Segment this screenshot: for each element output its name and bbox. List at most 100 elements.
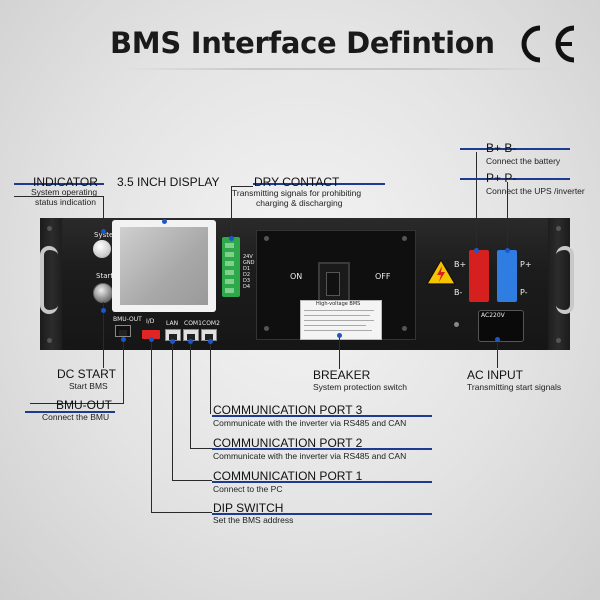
breaker-on-label: ON xyxy=(290,272,303,281)
ground-screw xyxy=(454,322,459,327)
accent-bar xyxy=(460,178,570,180)
p-minus-mark: P- xyxy=(520,288,528,297)
breaker-title: BREAKER xyxy=(313,368,371,382)
accent-bar xyxy=(212,415,432,417)
dry-pin-label: D1 xyxy=(243,266,251,272)
accent-bar xyxy=(460,148,570,150)
callout-dry xyxy=(231,186,232,238)
battery-connector[interactable] xyxy=(469,250,489,302)
breaker-off-label: OFF xyxy=(375,272,391,281)
com2-title: COMMUNICATION PORT 2 xyxy=(213,436,363,450)
accent-bar xyxy=(253,183,385,185)
indicator-desc: System operating xyxy=(31,187,98,197)
display-screen[interactable] xyxy=(120,227,208,305)
ups-connector[interactable] xyxy=(497,250,517,302)
com1-desc: Connect to the PC xyxy=(213,484,283,494)
callout-dip xyxy=(151,512,212,513)
ac-voltage-label: AC220V xyxy=(481,312,505,319)
system-indicator-led xyxy=(93,240,111,258)
breaker-toggle[interactable] xyxy=(326,272,340,296)
callout-breaker xyxy=(339,335,340,369)
system-led-label: System xyxy=(94,231,121,239)
title-divider xyxy=(120,68,560,70)
callout-dot xyxy=(149,337,154,342)
sticker-line xyxy=(304,310,374,311)
terminal-pin xyxy=(225,288,234,293)
com1-port-label: COM1 xyxy=(184,320,202,327)
b-minus-mark: B- xyxy=(454,288,463,297)
terminal-pin xyxy=(225,261,234,266)
com3-desc: Communicate with the inverter via RS485 … xyxy=(213,418,407,428)
callout-dot xyxy=(505,248,510,253)
callout-battery xyxy=(476,152,477,252)
ac-input-socket[interactable] xyxy=(478,310,524,342)
callout-ups xyxy=(507,182,508,252)
callout-dot xyxy=(495,337,500,342)
dc-start-button[interactable] xyxy=(93,283,113,303)
dip-desc: Set the BMS address xyxy=(213,515,294,525)
right-handle[interactable] xyxy=(556,246,574,314)
com2-port-label: COM2 xyxy=(202,320,220,327)
lan-port-label: LAN xyxy=(166,320,179,327)
left-rack-ear xyxy=(40,218,64,350)
callout-dot xyxy=(474,248,479,253)
ear-screw xyxy=(556,338,561,343)
warning-icon xyxy=(426,258,456,285)
dip-switch-label: I/D xyxy=(146,318,155,325)
indicator-desc: status indication xyxy=(35,197,96,207)
breaker-desc: System protection switch xyxy=(313,382,408,392)
dry-contact-title: DRY CONTACT xyxy=(254,175,340,189)
ups-title: P+ P- xyxy=(486,171,517,185)
accent-bar xyxy=(212,448,432,450)
battery-title: B+ B- xyxy=(486,141,517,155)
ear-screw xyxy=(47,338,52,343)
terminal-pin xyxy=(225,279,234,284)
dry-pin-label: 24V xyxy=(243,254,253,260)
callout-dot xyxy=(101,308,106,313)
sticker-title: High-voltage BMS xyxy=(316,301,361,307)
dc-start-title: DC START xyxy=(57,367,116,381)
callout-dot xyxy=(188,339,193,344)
indicator-title: INDICATOR xyxy=(33,175,98,189)
left-handle[interactable] xyxy=(40,246,58,314)
dry-pin-label: D4 xyxy=(243,284,251,290)
bmu-out-port[interactable] xyxy=(115,325,131,337)
callout-dry xyxy=(231,186,253,187)
b-plus-mark: B+ xyxy=(454,260,467,269)
dry-pin-label: D2 xyxy=(243,272,251,278)
callout-dot xyxy=(208,339,213,344)
dry-pin-label: GND xyxy=(243,260,255,266)
panel-screw xyxy=(402,326,407,331)
callout-dot xyxy=(229,236,234,241)
terminal-pin xyxy=(225,252,234,257)
dip-switch[interactable] xyxy=(142,330,160,339)
page-title: BMS Interface Defintion xyxy=(110,26,495,60)
accent-bar xyxy=(212,513,432,515)
callout-bmu xyxy=(123,337,124,403)
callout-indicator xyxy=(14,196,104,197)
ups-desc: Connect the UPS /inverter xyxy=(486,186,585,196)
ce-mark-icon xyxy=(521,25,575,63)
callout-com2 xyxy=(190,448,212,449)
callout-dot xyxy=(162,219,167,224)
ear-screw xyxy=(556,226,561,231)
bmu-out-title: BMU-OUT xyxy=(56,398,112,412)
start-button-label: Start xyxy=(96,272,114,280)
callout-com2 xyxy=(190,341,191,449)
callout-acin xyxy=(497,340,498,368)
com3-title: COMMUNICATION PORT 3 xyxy=(213,403,363,417)
ac-input-desc: Transmitting start signals xyxy=(467,382,562,392)
callout-indicator xyxy=(103,196,104,232)
callout-dip xyxy=(151,339,152,512)
dry-pin-label: D3 xyxy=(243,278,251,284)
sticker-line xyxy=(304,325,366,326)
p-plus-mark: P+ xyxy=(520,260,532,269)
panel-screw xyxy=(264,236,269,241)
com2-desc: Communicate with the inverter via RS485 … xyxy=(213,451,407,461)
callout-dcstart xyxy=(103,302,104,368)
dip-title: DIP SWITCH xyxy=(213,501,284,515)
callout-dot xyxy=(170,339,175,344)
terminal-pin xyxy=(225,270,234,275)
accent-bar xyxy=(212,481,432,483)
callout-com1 xyxy=(172,480,212,481)
